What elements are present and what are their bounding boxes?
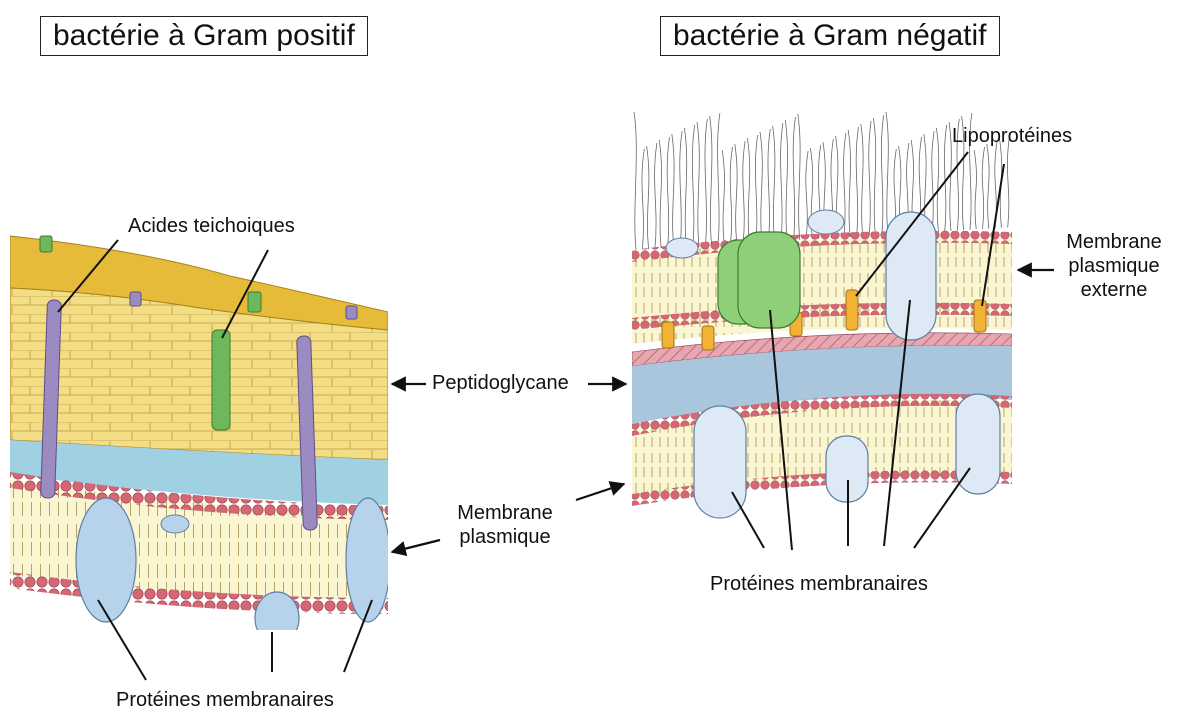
label-outer-membrane-line3: externe bbox=[1052, 278, 1176, 302]
gram-positive-wall bbox=[10, 236, 390, 644]
teichoic-acid-cap bbox=[248, 292, 261, 312]
membrane-protein bbox=[255, 592, 299, 644]
label-plasma-membrane-line1: Membrane bbox=[445, 501, 565, 525]
teichoic-acid-cap bbox=[40, 236, 52, 252]
gram-negative-wall bbox=[632, 112, 1012, 540]
lipoprotein bbox=[974, 300, 986, 332]
membrane-protein bbox=[346, 498, 390, 622]
label-plasma-membrane-line2: plasmique bbox=[445, 525, 565, 549]
lipoprotein bbox=[702, 326, 714, 350]
lipoprotein bbox=[662, 322, 674, 348]
label-lipoproteins: Lipoprotéines bbox=[952, 124, 1072, 148]
membrane-protein bbox=[161, 515, 189, 533]
label-membrane-proteins-left: Protéines membranaires bbox=[116, 688, 334, 712]
membrane-protein bbox=[76, 498, 136, 622]
label-teichoic-acids: Acides teichoiques bbox=[128, 214, 295, 238]
arrow-membrane-left bbox=[392, 540, 440, 552]
porin bbox=[738, 232, 800, 328]
membrane-protein bbox=[886, 212, 936, 340]
teichoic-acid bbox=[212, 330, 230, 430]
label-peptidoglycan: Peptidoglycane bbox=[432, 371, 569, 395]
label-outer-membrane-line2: plasmique bbox=[1052, 254, 1176, 278]
membrane-protein bbox=[808, 210, 844, 234]
label-plasma-membrane: Membrane plasmique bbox=[445, 501, 565, 549]
label-outer-membrane-line1: Membrane bbox=[1052, 230, 1176, 254]
arrow-membrane-right bbox=[576, 484, 624, 500]
label-membrane-proteins-right: Protéines membranaires bbox=[710, 572, 928, 596]
label-outer-membrane: Membrane plasmique externe bbox=[1052, 230, 1176, 302]
membrane-protein bbox=[666, 238, 698, 258]
teichoic-acid-cap bbox=[346, 306, 357, 319]
teichoic-acid-cap bbox=[130, 292, 141, 306]
